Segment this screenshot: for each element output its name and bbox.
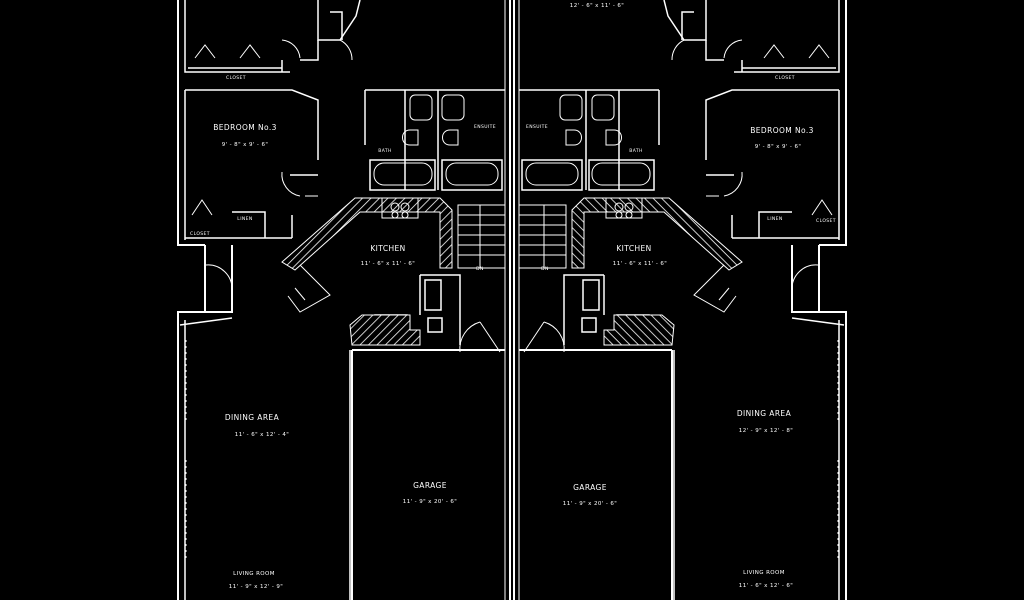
right-bath-label: BATH <box>629 148 643 154</box>
right-closet-bottom-label: CLOSET <box>816 218 836 224</box>
right-unit-labels: 12' - 6" x 11' - 6" CLOSET BEDROOM No.3 … <box>526 3 836 589</box>
right-living-dims: 11' - 6" x 12' - 6" <box>739 583 793 589</box>
left-bedroom3-name: BEDROOM No.3 <box>213 123 277 132</box>
right-closet-top-label: CLOSET <box>775 75 795 81</box>
left-closet-bottom-label: CLOSET <box>190 231 210 237</box>
left-linen-label: LINEN <box>237 216 252 222</box>
left-living-name: LIVING ROOM <box>233 571 275 577</box>
left-stairs-down-label: DN <box>476 266 484 272</box>
right-dining-dims: 12' - 9" x 12' - 8" <box>739 428 793 434</box>
right-bedroom3-name: BEDROOM No.3 <box>750 126 814 135</box>
left-dining-name: DINING AREA <box>225 413 280 422</box>
right-kitchen-name: KITCHEN <box>616 244 651 253</box>
left-bath-label: BATH <box>378 148 392 154</box>
left-bedroom3-dims: 9' - 8" x 9' - 6" <box>222 142 269 148</box>
right-linen-label: LINEN <box>767 216 782 222</box>
right-unit-walls <box>513 0 847 600</box>
left-living-dims: 11' - 9" x 12' - 9" <box>229 584 283 590</box>
right-stairs-down-label: DN <box>541 266 549 272</box>
right-garage-dims: 11' - 9" x 20' - 6" <box>563 501 617 507</box>
right-kitchen-dims: 11' - 6" x 11' - 6" <box>613 261 667 267</box>
right-bedroom3-dims: 9' - 8" x 9' - 6" <box>755 144 802 150</box>
left-garage-dims: 11' - 9" x 20' - 6" <box>403 499 457 505</box>
left-ensuite-label: ENSUITE <box>474 124 496 130</box>
right-dining-name: DINING AREA <box>737 409 792 418</box>
right-top-room-dims: 12' - 6" x 11' - 6" <box>570 3 624 9</box>
left-closet-top-label: CLOSET <box>226 75 246 81</box>
left-dining-dims: 11' - 6" x 12' - 4" <box>235 432 289 438</box>
left-unit-labels: CLOSET BEDROOM No.3 9' - 8" x 9' - 6" LI… <box>190 75 496 590</box>
left-unit-walls <box>177 0 511 600</box>
left-kitchen-dims: 11' - 6" x 11' - 6" <box>361 261 415 267</box>
right-living-name: LIVING ROOM <box>743 570 785 576</box>
left-kitchen-name: KITCHEN <box>370 244 405 253</box>
right-garage-name: GARAGE <box>573 483 607 492</box>
left-garage-name: GARAGE <box>413 481 447 490</box>
right-ensuite-label: ENSUITE <box>526 124 548 130</box>
